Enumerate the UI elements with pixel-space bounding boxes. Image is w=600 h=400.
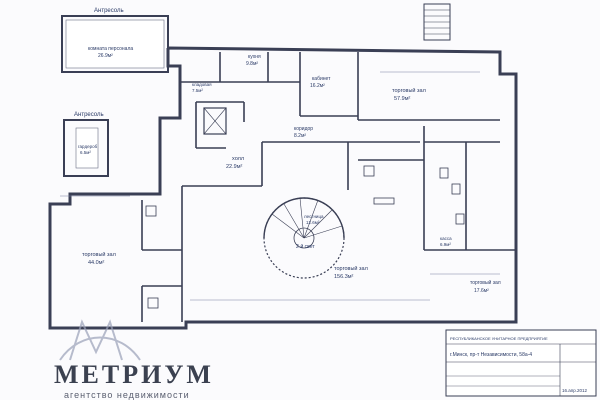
elevator-shaft	[203, 107, 227, 135]
titleblock-address: г.Минск, пр-т Независимости, 58а-4	[450, 352, 532, 358]
stair-note: 2-й свет	[296, 243, 315, 250]
room-label: кухня	[248, 54, 261, 60]
room-label: гардероб	[78, 144, 98, 149]
brand-name: МЕТРИУМ	[54, 360, 214, 389]
room-label: торговый зал	[392, 87, 426, 94]
room-area: 44.0м²	[88, 260, 104, 266]
dimension-lines	[60, 71, 500, 301]
titleblock-date: 16.апр.2012	[562, 388, 587, 393]
room-area: 12.6м²	[306, 220, 320, 225]
room-area: 156.3м²	[334, 274, 354, 280]
titleblock-org: РЕСПУБЛИКАНСКОЕ УНИТАРНОЕ ПРЕДПРИЯТИЕ	[450, 336, 548, 341]
brand-tagline: агентство недвижимости	[64, 390, 190, 400]
room-label: лестница	[304, 214, 324, 219]
room-area: 17.6м²	[474, 288, 489, 294]
title-block: РЕСПУБЛИКАНСКОЕ УНИТАРНОЕ ПРЕДПРИЯТИЕ г.…	[445, 329, 597, 397]
room-label: торговый зал	[334, 265, 368, 272]
room-label: коридор	[294, 126, 313, 132]
room-area: 8.2м²	[294, 133, 306, 139]
room-area: 26.9м²	[98, 53, 113, 59]
brand-logo: МЕТРИУМ агентство недвижимости	[40, 318, 240, 400]
room-labels: кухня 9.8м² кабинет 16.2м² торговый зал …	[82, 54, 501, 294]
mezzanine-top: Антресоль комната персонала 26.9м²	[61, 8, 169, 73]
room-label: кладовая	[192, 82, 212, 87]
room-area: 9.8м²	[246, 61, 258, 67]
room-label: комната персонала	[88, 46, 133, 52]
brand-mark	[59, 319, 141, 361]
room-area: 22.9м²	[226, 164, 242, 170]
room-area: 57.9м²	[394, 96, 410, 102]
room-area: 6.9м²	[440, 242, 451, 247]
room-area: 6.5м²	[80, 150, 91, 155]
room-label: холл	[232, 156, 244, 162]
room-area: 16.2м²	[310, 83, 325, 89]
stair-hatch	[423, 3, 451, 41]
room-label: касса	[440, 236, 452, 241]
mezzanine-left-title: Антресоль	[74, 112, 104, 118]
room-label: торговый зал	[470, 279, 501, 286]
mezzanine-top-title: Антресоль	[94, 8, 124, 14]
sanitary-fixtures	[145, 165, 465, 309]
room-label: кабинет	[312, 76, 331, 82]
interior-walls	[141, 52, 516, 322]
mezzanine-left: Антресоль гардероб 6.5м²	[63, 112, 109, 177]
room-label: торговый зал	[82, 251, 116, 258]
spiral-staircase	[263, 197, 345, 279]
outer-walls	[48, 46, 518, 330]
room-area: 7.5м²	[192, 88, 203, 93]
